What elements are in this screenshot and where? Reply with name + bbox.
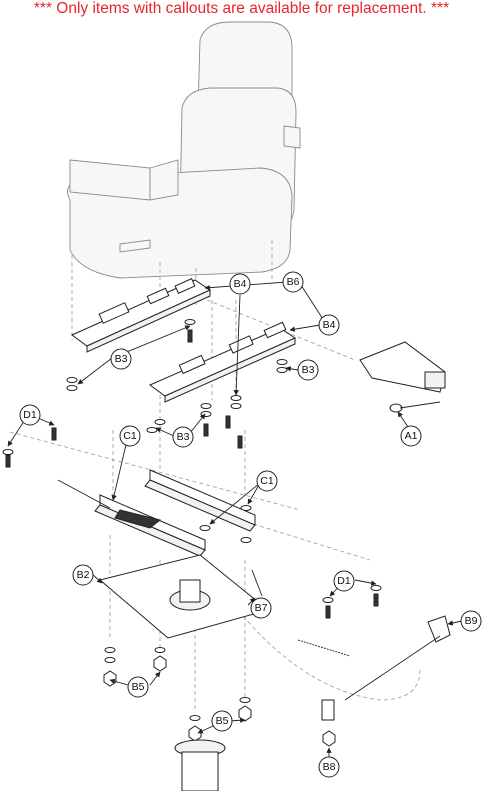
callout-D1-right: D1 <box>333 570 355 592</box>
callout-B4-right: B4 <box>318 314 340 336</box>
lower-seat-rail <box>149 321 297 403</box>
callout-B7: B7 <box>250 597 272 619</box>
callout-B9: B9 <box>460 610 482 632</box>
seat-post <box>174 739 226 791</box>
svg-text:B9: B9 <box>465 615 478 627</box>
svg-text:A1: A1 <box>405 430 418 442</box>
callout-B2: B2 <box>72 564 94 586</box>
svg-text:B5: B5 <box>216 715 229 727</box>
alignment-lines <box>9 240 421 710</box>
spring-and-pin <box>251 569 351 657</box>
svg-text:C1: C1 <box>260 475 274 487</box>
callout-B4-top: B4 <box>229 273 251 295</box>
fasteners <box>2 319 382 619</box>
seat-armrest-right <box>283 125 301 149</box>
svg-text:B3: B3 <box>177 431 190 443</box>
svg-text:B6: B6 <box>287 276 300 288</box>
callout-B3-mid: B3 <box>172 426 194 448</box>
svg-text:B2: B2 <box>77 569 90 581</box>
callout-C1-right: C1 <box>256 470 278 492</box>
callout-C1-left: C1 <box>119 425 141 447</box>
slide-rails <box>57 469 256 557</box>
armrest-end <box>149 159 179 201</box>
callout-B3-right: B3 <box>297 359 319 381</box>
seat-assembly <box>67 21 301 279</box>
callout-A1: A1 <box>400 425 422 447</box>
callout-B5-left: B5 <box>127 676 149 698</box>
nuts <box>103 647 336 747</box>
svg-text:B4: B4 <box>234 278 247 290</box>
svg-text:B7: B7 <box>255 602 268 614</box>
handle-rod <box>321 615 451 721</box>
svg-text:C1: C1 <box>123 430 137 442</box>
callout-B6: B6 <box>282 271 304 293</box>
svg-text:B3: B3 <box>302 364 315 376</box>
svg-text:B3: B3 <box>115 353 128 365</box>
callout-D1-left: D1 <box>19 404 41 426</box>
replacement-notice: *** Only items with callouts are availab… <box>33 0 450 17</box>
callout-B5-bottom: B5 <box>211 710 233 732</box>
svg-text:D1: D1 <box>337 575 351 587</box>
callout-B8: B8 <box>318 756 340 778</box>
callout-B3-left: B3 <box>110 348 132 370</box>
svg-text:B5: B5 <box>132 681 145 693</box>
svg-text:B4: B4 <box>323 319 336 331</box>
svg-text:B8: B8 <box>323 761 336 773</box>
svg-text:D1: D1 <box>23 409 37 421</box>
mounting-bracket <box>359 341 446 413</box>
base-plate <box>98 554 270 639</box>
